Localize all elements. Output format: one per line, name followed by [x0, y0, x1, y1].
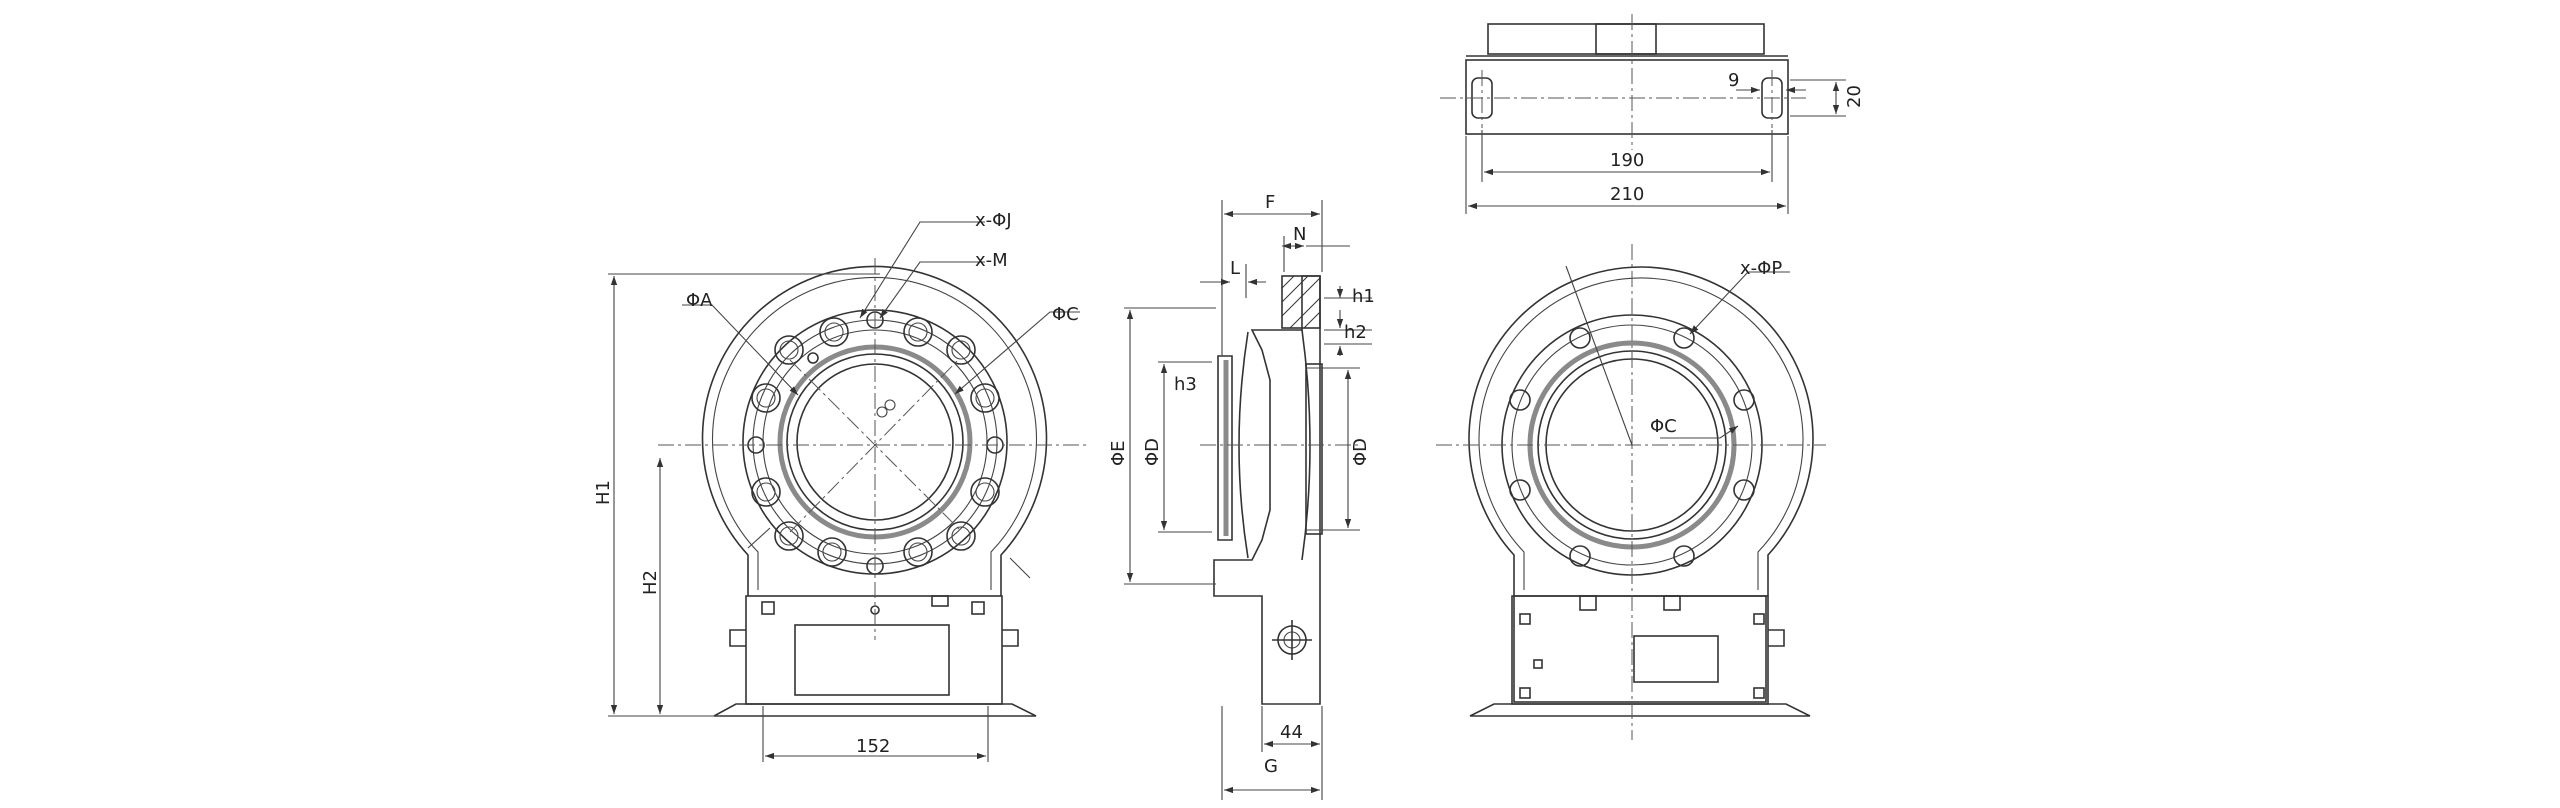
front-base	[713, 595, 1037, 717]
label-dia-c-rear: ΦC	[1650, 416, 1677, 437]
label-dia-e: ΦE	[1108, 440, 1129, 466]
label-qty-thread-m: x-M	[975, 250, 1008, 271]
label-dia-d-left: ΦD	[1142, 438, 1163, 466]
rear-view	[1436, 244, 1826, 740]
label-dim-9: 9	[1728, 70, 1739, 91]
label-dim-f: F	[1265, 192, 1275, 213]
label-dim-l: L	[1230, 258, 1240, 279]
label-qty-hole-p: x-ΦP	[1740, 258, 1782, 279]
side-section-hatch	[1281, 275, 1321, 329]
label-height-h1: H1	[593, 480, 614, 505]
label-dim-h3: h3	[1174, 374, 1197, 395]
label-dim-210: 210	[1610, 184, 1644, 205]
label-height-h2: H2	[640, 570, 661, 595]
label-dim-g: G	[1264, 756, 1278, 777]
front-bolt-holes	[747, 311, 1004, 615]
label-dim-h2: h2	[1344, 322, 1367, 343]
label-dim-h1: h1	[1352, 286, 1375, 307]
label-dim-20: 20	[1844, 85, 1865, 108]
label-dim-n: N	[1293, 224, 1306, 245]
label-qty-hole-j: x-ΦJ	[975, 210, 1012, 231]
label-width-152: 152	[856, 736, 890, 757]
side-view	[1124, 200, 1372, 800]
dimension-labels: x-ΦJ x-M ΦA ΦC H1 H2 152 F N L h1 h2 h3 …	[593, 70, 1865, 777]
label-dim-44: 44	[1280, 722, 1303, 743]
top-view	[1440, 14, 1846, 214]
label-dia-d-right: ΦD	[1350, 438, 1371, 466]
rear-bolt-holes	[1509, 327, 1755, 567]
front-view	[608, 221, 1090, 762]
label-dim-190: 190	[1610, 150, 1644, 171]
label-dia-c-front: ΦC	[1052, 304, 1079, 325]
label-dia-a: ΦA	[686, 290, 713, 311]
